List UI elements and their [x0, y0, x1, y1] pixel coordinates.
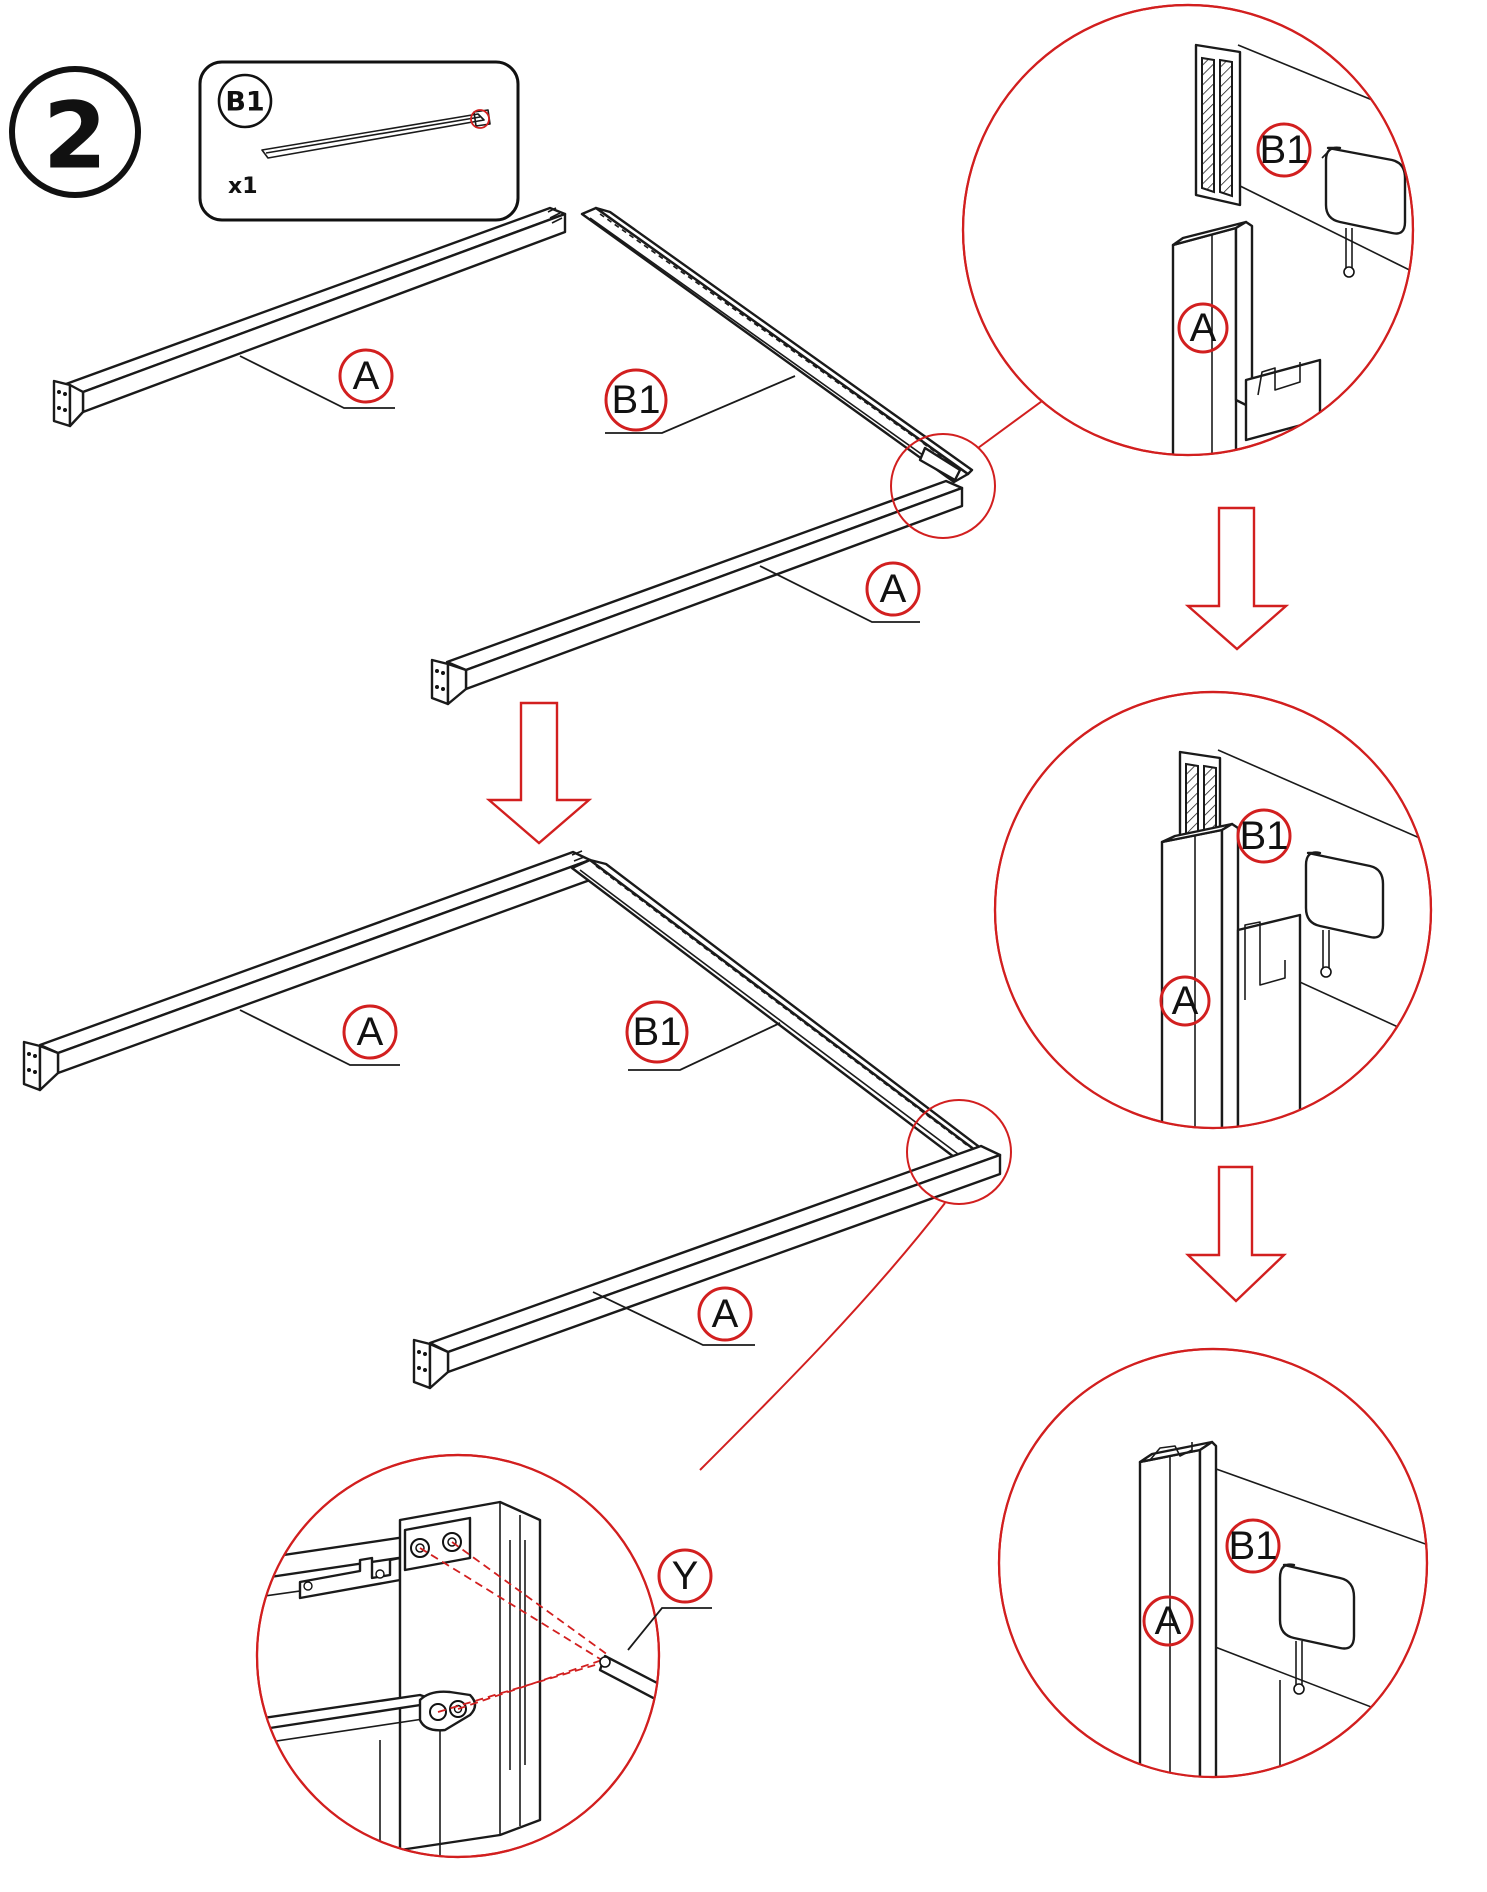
step-number: 2 — [43, 83, 107, 190]
svg-text:A: A — [712, 1292, 739, 1336]
label-mid-beam: B1 — [625, 1000, 781, 1071]
svg-text:A: A — [1190, 306, 1217, 350]
label-top-rail-left: A — [239, 348, 395, 409]
detail1-label-a: A — [1177, 302, 1229, 354]
down-arrow-icon — [1185, 1165, 1287, 1303]
mid-rail-right — [412, 1144, 1002, 1390]
detail-4: Y — [255, 1453, 713, 1859]
svg-text:A: A — [1155, 1599, 1182, 1643]
label-tool-y: Y — [627, 1548, 713, 1651]
detail-2: B1 A — [993, 690, 1433, 1130]
top-frame: A B1 A — [52, 206, 1069, 706]
svg-text:A: A — [357, 1010, 384, 1054]
mid-rail-left — [22, 850, 592, 1092]
detail3-label-b1: B1 — [1225, 1518, 1281, 1574]
middle-frame: A B1 A — [22, 850, 1012, 1471]
top-rail-right — [430, 479, 964, 706]
part-id-label: B1 — [225, 87, 264, 118]
label-mid-rail-right: A — [592, 1286, 755, 1346]
svg-text:B1: B1 — [1240, 814, 1289, 858]
svg-text:A: A — [1172, 979, 1199, 1023]
down-arrow-icon — [485, 701, 593, 845]
detail-3: B1 A — [997, 1347, 1429, 1779]
svg-text:B1: B1 — [1229, 1524, 1278, 1568]
step-circle — [9, 66, 141, 198]
down-arrow-icon — [1184, 506, 1290, 651]
svg-text:A: A — [880, 567, 907, 611]
mid-detail-connector — [699, 1202, 946, 1471]
top-detail-callout — [890, 433, 996, 539]
detail2-label-b1: B1 — [1236, 808, 1292, 864]
hex-key-icon — [598, 1654, 659, 1754]
part-highlight-circle — [470, 109, 490, 129]
svg-text:B1: B1 — [612, 378, 661, 422]
top-rail-left — [52, 206, 567, 428]
mid-detail-callout — [906, 1099, 1012, 1205]
svg-text:B1: B1 — [633, 1010, 682, 1054]
detail2-label-a: A — [1159, 975, 1211, 1027]
part-b1-illustration — [261, 109, 491, 159]
detail-1: B1 A — [961, 3, 1415, 457]
detail1-label-b1: B1 — [1256, 122, 1312, 178]
label-top-rail-right: A — [759, 561, 921, 623]
label-mid-rail-left: A — [239, 1004, 400, 1066]
part-quantity: x1 — [228, 174, 258, 199]
parts-box: B1 x1 — [198, 60, 520, 222]
svg-text:A: A — [353, 354, 380, 398]
step-number-badge: 2 — [9, 66, 141, 198]
svg-text:B1: B1 — [1260, 128, 1309, 172]
svg-text:Y: Y — [672, 1554, 699, 1598]
part-id-circle — [217, 73, 273, 129]
top-beam-b1 — [580, 206, 974, 484]
detail3-label-a: A — [1142, 1595, 1194, 1647]
label-top-beam: B1 — [604, 368, 796, 434]
